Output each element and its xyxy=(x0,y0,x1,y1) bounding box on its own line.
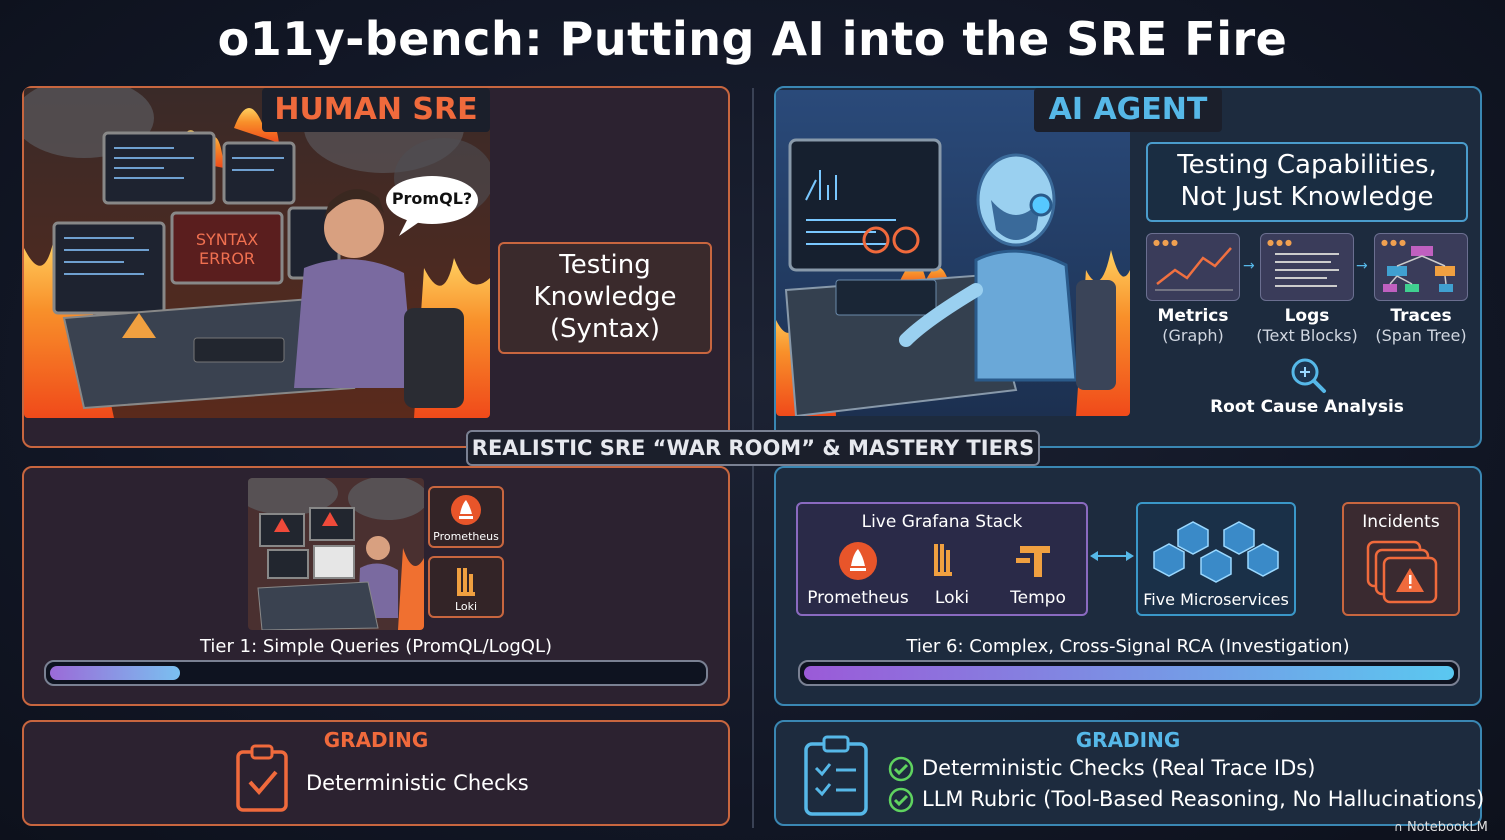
left-grading-panel xyxy=(22,720,730,826)
left-grading-heading: GRADING xyxy=(323,728,429,752)
tier6-label: Tier 6: Complex, Cross-Signal RCA (Inves… xyxy=(906,636,1350,657)
speech-bubble-text: PromQL? xyxy=(391,189,473,208)
human-sre-heading: HUMAN SRE xyxy=(262,88,490,132)
tier1-progress-fill xyxy=(50,666,181,680)
logs-label: Logs (Text Blocks) xyxy=(1246,306,1368,346)
root-cause-label: Root Cause Analysis xyxy=(1210,397,1404,417)
line-graph-icon xyxy=(1155,247,1233,291)
traces-sub: (Span Tree) xyxy=(1375,326,1467,345)
text-lines-icon xyxy=(1275,253,1339,287)
arrow-metrics-logs-icon: → xyxy=(1243,258,1255,274)
prometheus-tool-card: Prometheus xyxy=(428,486,504,548)
microservices-label: Five Microservices xyxy=(1143,590,1289,609)
ai-agent-heading: AI AGENT xyxy=(1034,88,1222,132)
bidirectional-arrow-icon xyxy=(1090,548,1134,568)
capabilities-line-1: Testing Capabilities, xyxy=(1177,150,1437,180)
notebooklm-watermark: ∩ NotebookLM xyxy=(1394,820,1488,835)
alert-stack-icon xyxy=(1366,540,1438,604)
stack-tool-icons xyxy=(839,542,1050,580)
svg-text:ERROR: ERROR xyxy=(199,249,255,268)
clipboard-list-icon xyxy=(800,734,872,822)
tier1-progress-bar xyxy=(44,660,708,686)
cubes-icon xyxy=(1153,521,1279,583)
tier1-label: Tier 1: Simple Queries (PromQL/LogQL) xyxy=(199,636,553,657)
right-grading-heading: GRADING xyxy=(1075,728,1181,752)
notebooklm-logo-icon: ∩ xyxy=(1394,820,1403,834)
stack-tool-loki: Loki xyxy=(934,588,970,608)
check-circle-icon xyxy=(888,787,914,813)
stack-tool-prometheus: Prometheus xyxy=(807,588,909,608)
testing-knowledge-line-2: Knowledge xyxy=(533,282,677,312)
check-circle-icon xyxy=(888,756,914,782)
traces-card: ●●● xyxy=(1374,233,1468,301)
metrics-name: Metrics xyxy=(1157,306,1229,326)
loki-tool-label: Loki xyxy=(454,600,478,613)
tier6-progress-bar xyxy=(798,660,1460,686)
war-room-banner: REALISTIC SRE “WAR ROOM” & MASTERY TIERS xyxy=(466,430,1040,466)
loki-icon xyxy=(457,568,475,596)
prometheus-icon xyxy=(451,495,481,525)
clipboard-check-icon xyxy=(232,744,292,820)
traces-label: Traces (Span Tree) xyxy=(1364,306,1478,346)
arrow-logs-traces-icon: → xyxy=(1356,258,1368,274)
metrics-card: ●●● xyxy=(1146,233,1240,301)
logs-name: Logs xyxy=(1284,306,1330,326)
grading-item-llm-rubric: LLM Rubric (Tool-Based Reasoning, No Hal… xyxy=(888,787,1484,813)
logs-sub: (Text Blocks) xyxy=(1256,326,1358,345)
span-tree-icon xyxy=(1383,246,1455,292)
watermark-text: NotebookLM xyxy=(1406,820,1488,835)
grafana-stack-title: Live Grafana Stack xyxy=(861,512,1023,532)
human-sre-illustration: SYNTAX ERROR PromQL? xyxy=(24,88,490,418)
traces-name: Traces xyxy=(1390,306,1452,326)
left-grading-item: Deterministic Checks xyxy=(306,771,529,795)
metrics-label: Metrics (Graph) xyxy=(1136,306,1250,346)
tier6-progress-fill xyxy=(804,666,1454,680)
tempo-icon xyxy=(1016,546,1050,577)
ai-agent-illustration xyxy=(776,90,1130,416)
loki-tool-card: Loki xyxy=(428,556,504,618)
microservices-box: Five Microservices xyxy=(1136,502,1296,616)
testing-knowledge-box: Testing Knowledge (Syntax) xyxy=(498,242,712,354)
grading-item-llm-rubric-text: LLM Rubric (Tool-Based Reasoning, No Hal… xyxy=(922,787,1485,811)
capabilities-box: Testing Capabilities, Not Just Knowledge xyxy=(1146,142,1468,222)
loki-icon xyxy=(934,544,952,576)
grafana-stack-box: Live Grafana Stack Prometheus Loki Tempo xyxy=(796,502,1088,616)
testing-knowledge-line-1: Testing xyxy=(559,250,651,280)
prometheus-tool-label: Prometheus xyxy=(433,530,499,543)
grading-item-deterministic: Deterministic Checks (Real Trace IDs) xyxy=(888,756,1315,782)
tier1-illustration xyxy=(248,478,424,630)
page-title: o11y-bench: Putting AI into the SRE Fire xyxy=(217,12,1288,66)
metrics-sub: (Graph) xyxy=(1162,326,1224,345)
stack-tool-tempo: Tempo xyxy=(1010,588,1066,608)
svg-text:SYNTAX: SYNTAX xyxy=(196,230,258,249)
prometheus-icon xyxy=(839,542,877,580)
grading-item-deterministic-text: Deterministic Checks (Real Trace IDs) xyxy=(922,756,1316,780)
magnifier-icon xyxy=(1288,355,1328,399)
testing-knowledge-line-3: (Syntax) xyxy=(549,314,661,344)
capabilities-line-2: Not Just Knowledge xyxy=(1180,182,1434,212)
logs-card: ●●● xyxy=(1260,233,1354,301)
incidents-box: Incidents xyxy=(1342,502,1460,616)
incidents-label: Incidents xyxy=(1362,512,1440,532)
